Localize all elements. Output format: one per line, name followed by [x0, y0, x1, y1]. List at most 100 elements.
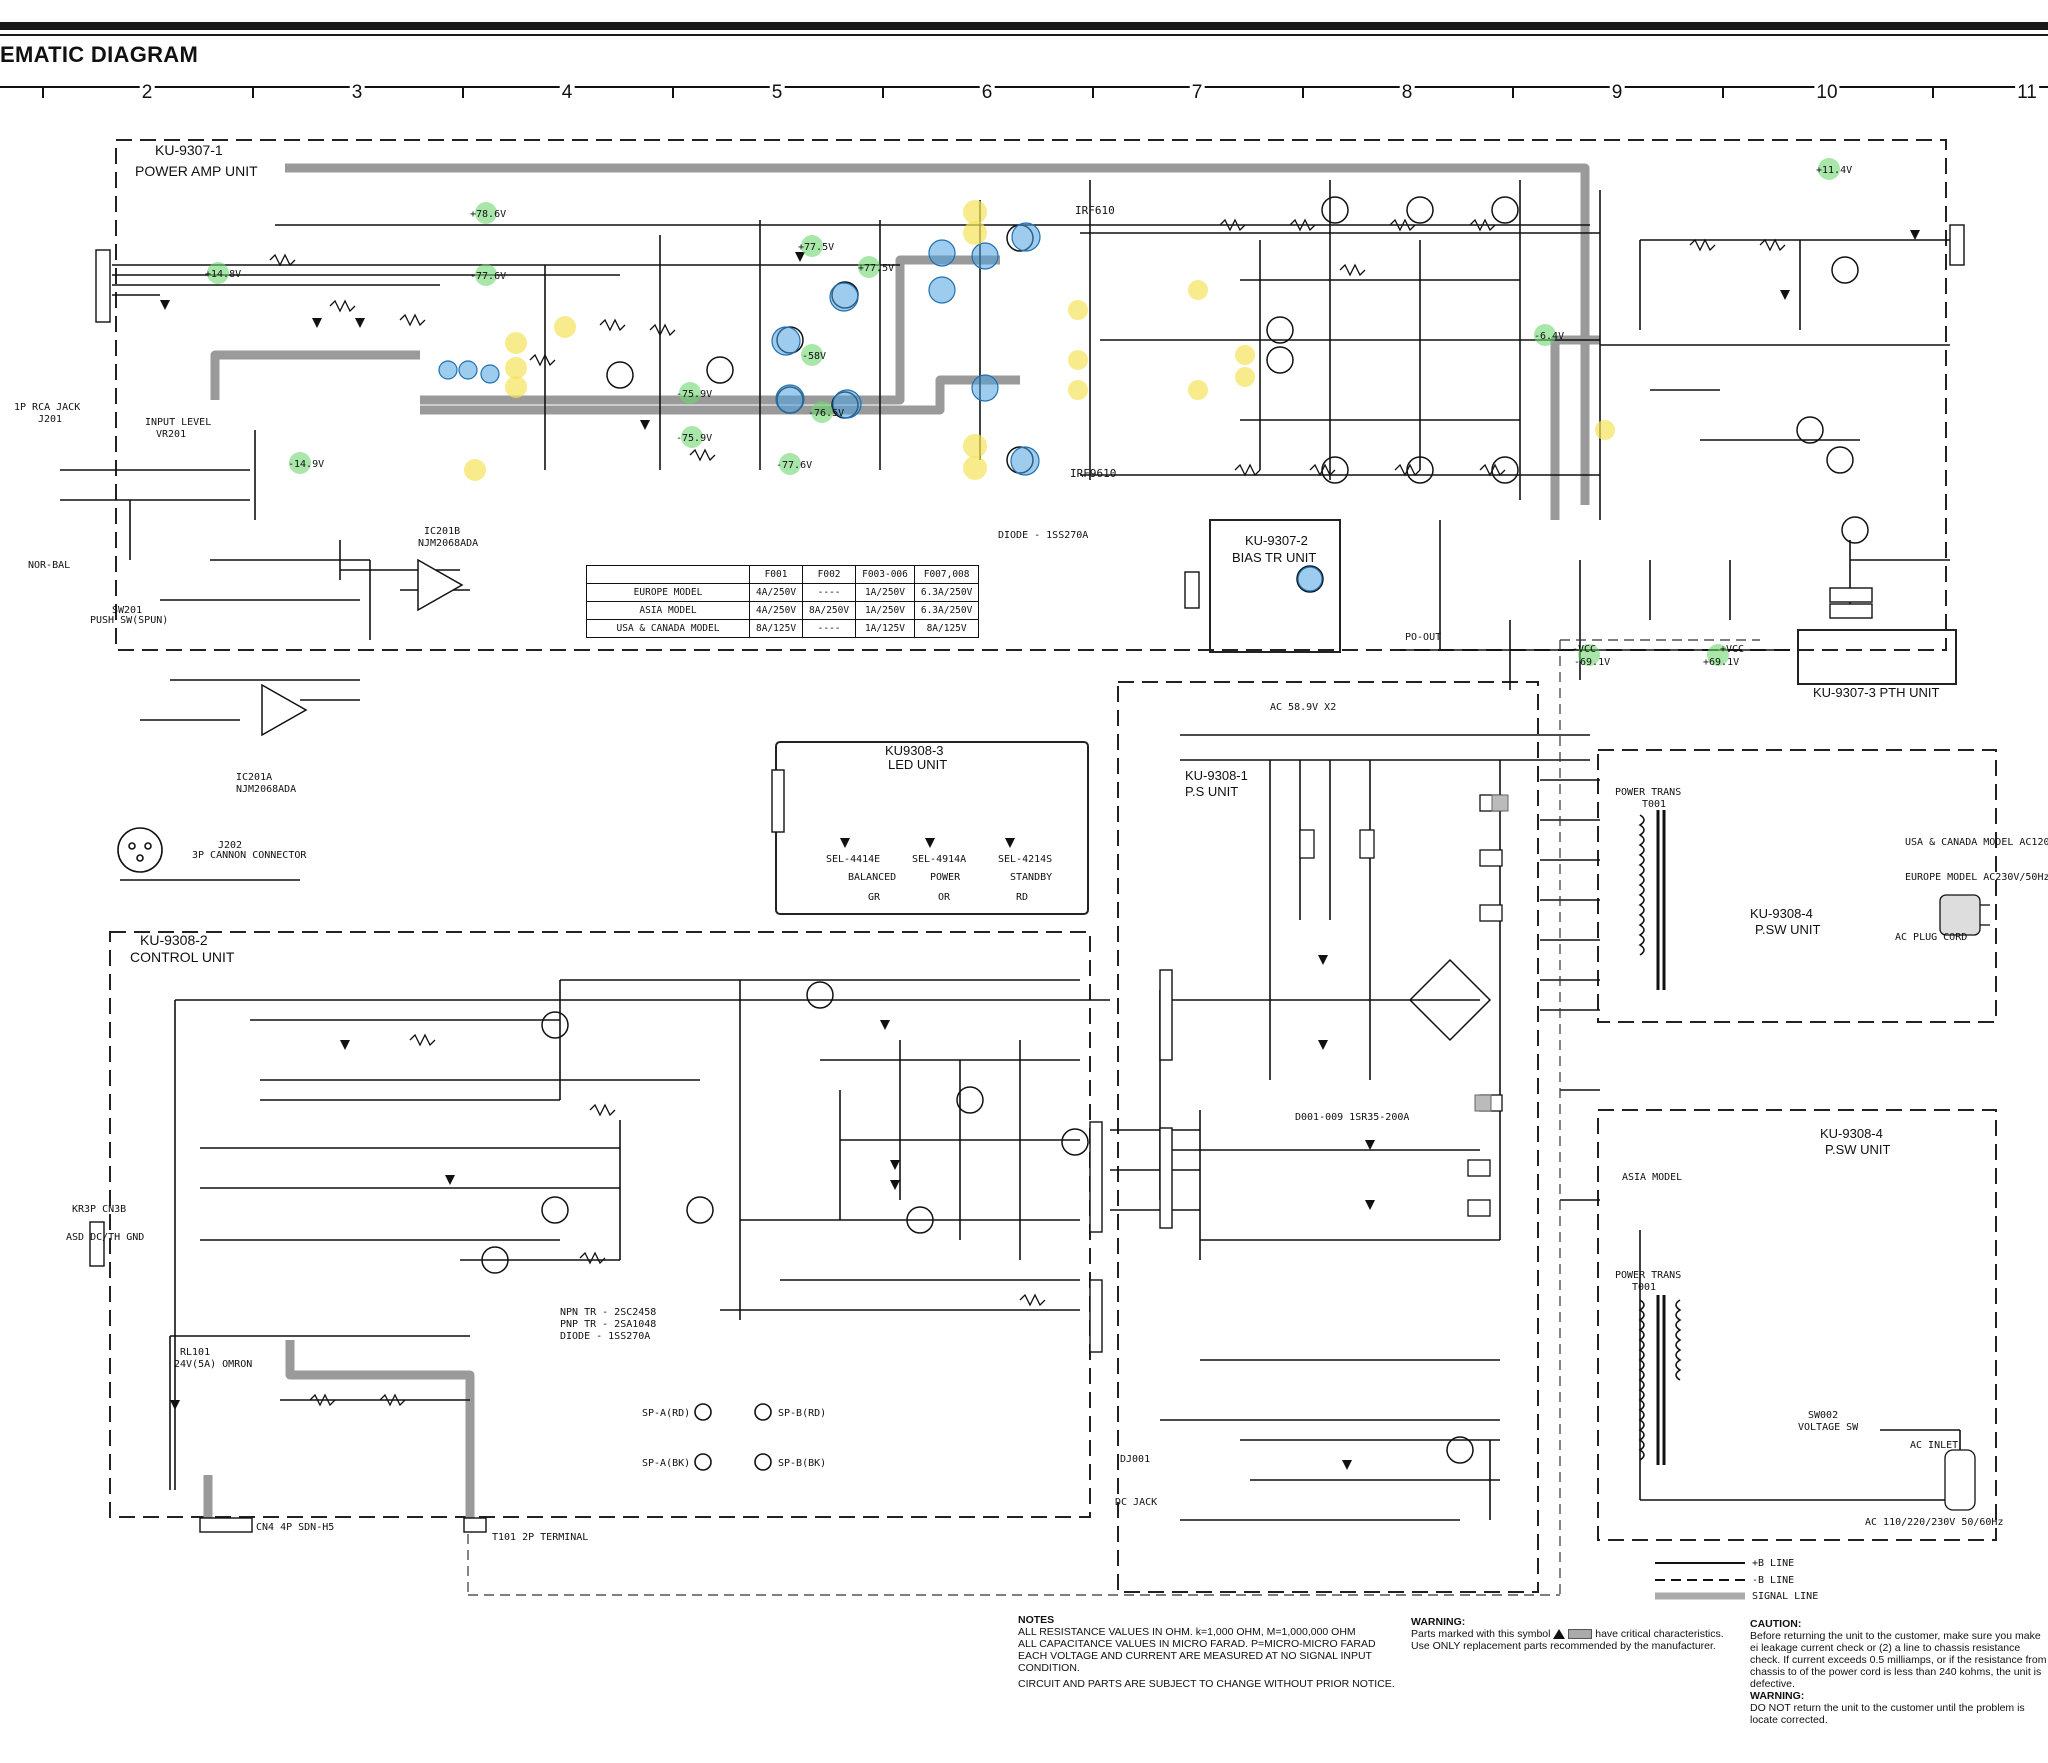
highlighted-resistors — [464, 200, 1615, 481]
psw-unit-outline-2 — [1597, 1109, 1997, 1541]
schematic-label: +14.8V — [205, 269, 241, 280]
ruler-number: 5 — [769, 82, 785, 104]
xlr-connector-icon — [117, 827, 163, 873]
cn4-label: CN4 4P SDN-H5 — [256, 1522, 334, 1533]
schematic-label: -14.9V — [288, 459, 324, 470]
power-amp-wiring — [60, 180, 1960, 881]
usa-model-label: USA & CANADA MODEL AC120V/60Hz — [1905, 837, 2048, 848]
control-code: KU-9308-2 — [140, 932, 208, 948]
notes-line: EACH VOLTAGE AND CURRENT ARE MEASURED AT… — [1018, 1650, 1372, 1674]
dj001-label: DJ001 — [1120, 1454, 1150, 1465]
header-rule-thin — [0, 34, 2048, 36]
green-voltage-marks — [207, 158, 1840, 666]
led2-part: SEL-4914A — [912, 854, 966, 865]
schematic-label: -6.4V — [1534, 331, 1564, 342]
ic201a-part: NJM2068ADA — [236, 784, 296, 795]
tr-legend-3: DIODE - 1SS270A — [560, 1331, 650, 1342]
caution-text-2: DO NOT return the unit to the customer u… — [1750, 1702, 2025, 1726]
sp-a-bk-label: SP-A(BK) — [642, 1458, 690, 1469]
schematic-label: IRF9610 — [1070, 467, 1116, 480]
t001-label-1: T001 — [1642, 799, 1666, 810]
schematic-label: +77.5V — [858, 263, 894, 274]
schematic-label: -77.6V — [776, 460, 812, 471]
psw-code-1: KU-9308-4 — [1750, 906, 1813, 921]
pth-name: KU-9307-3 PTH UNIT — [1813, 685, 1939, 700]
caution-heading-2: WARNING: — [1750, 1690, 1805, 1702]
schematic-label: -69.1V — [1574, 657, 1610, 668]
notes-line: ALL RESISTANCE VALUES IN OHM. k=1,000 OH… — [1018, 1626, 1356, 1638]
europe-model-label: EUROPE MODEL AC230V/50Hz — [1905, 872, 2048, 883]
ruler-number: 8 — [1399, 82, 1415, 104]
cannon-label: 3P CANNON CONNECTOR — [192, 850, 307, 861]
notes-block: NOTES ALL RESISTANCE VALUES IN OHM. k=1,… — [1018, 1614, 1398, 1690]
tr-legend-1: NPN TR - 2SC2458 — [560, 1307, 656, 1318]
ruler-number: 3 — [349, 82, 365, 104]
warning-text: Use ONLY replacement parts recommended b… — [1411, 1640, 1716, 1652]
bridge-rectifier — [1408, 958, 1492, 1042]
led-code: KU9308-3 — [885, 743, 944, 758]
schematic-label: -58V — [802, 351, 826, 362]
sw002-label: SW002 — [1808, 1410, 1838, 1421]
j202-label: J202 — [218, 840, 242, 851]
ps-code: KU-9308-1 — [1185, 768, 1248, 783]
control-name: CONTROL UNIT — [130, 949, 235, 965]
rd-label: RD — [1016, 892, 1028, 903]
ruler-number: 6 — [979, 82, 995, 104]
ps-diode-note: D001-009 1SR35-200A — [1295, 1112, 1409, 1123]
component-labels: KU-9307-1 POWER AMP UNIT KU-9307-2 BIAS … — [14, 142, 2048, 1543]
bias-code: KU-9307-2 — [1245, 533, 1308, 548]
led1-part: SEL-4414E — [826, 854, 880, 865]
bias-name: BIAS TR UNIT — [1232, 550, 1316, 565]
warning-block: WARNING: Parts marked with this symbol h… — [1411, 1616, 1751, 1652]
balanced-label: BALANCED — [848, 872, 896, 883]
header-rule-thick — [0, 22, 2048, 30]
rl101-label: RL101 — [180, 1347, 210, 1358]
ruler-number: 2 — [139, 82, 155, 104]
diode-note: DIODE - 1SS270A — [998, 530, 1088, 541]
ic201b-label: IC201B — [424, 526, 460, 537]
page-title: EMATIC DIAGRAM — [0, 42, 199, 67]
ac-inlet-icon — [1944, 1449, 1976, 1511]
caution-block: CAUTION: Before returning the unit to th… — [1750, 1618, 2048, 1726]
kr3p-label: KR3P CN3B — [72, 1204, 126, 1215]
dc-jack-label: DC JACK — [1115, 1497, 1157, 1508]
schematic-label: +11.4V — [1816, 165, 1852, 176]
fuse-table: F001 F002 F003-006 F007,008 EUROPE MODEL… — [586, 565, 980, 638]
ic201a-label: IC201A — [236, 772, 272, 783]
power-label: POWER — [930, 872, 961, 883]
green-voltage-labels: +78.6V -77.6V +14.8V -14.9V +77.5V +77.5… — [205, 165, 1852, 668]
line-legend — [1655, 1562, 1745, 1600]
schematic-label: +78.6V — [470, 209, 506, 220]
highlighted-transistors — [438, 222, 1323, 592]
led-name: LED UNIT — [888, 757, 947, 772]
vcc-plus-label: +VCC — [1720, 644, 1744, 655]
asia-model-label: ASIA MODEL — [1622, 1172, 1682, 1183]
bias-unit-outline — [1209, 519, 1341, 653]
power-amp-unit-outline — [115, 139, 1947, 651]
grid-ruler: 2 3 4 5 6 7 8 9 10 11 — [0, 82, 2048, 108]
push-sw-label: PUSH SW(SPUN) — [90, 615, 168, 626]
ac-inlet-label: AC INLET — [1910, 1440, 1958, 1451]
warning-triangle-icon — [1553, 1629, 1566, 1640]
warning-text: Parts marked with this symbol — [1411, 1628, 1551, 1640]
ac-volts-label: AC 110/220/230V 50/60Hz — [1865, 1517, 2003, 1528]
power-trans-label-1: POWER TRANS — [1615, 787, 1681, 798]
transformers — [1638, 810, 1682, 1465]
ic201b-part: NJM2068ADA — [418, 538, 478, 549]
ps-unit-outline — [1117, 681, 1539, 1593]
psw-name-2: P.SW UNIT — [1825, 1142, 1891, 1157]
ac-58-label: AC 58.9V X2 — [1270, 702, 1336, 713]
po-out-label: PO-OUT — [1405, 632, 1441, 643]
schematic-label: -76.5V — [808, 408, 844, 419]
vcc-minus-label: -VCC — [1572, 644, 1596, 655]
t001-label-2: T001 — [1632, 1282, 1656, 1293]
critical-parts — [1474, 794, 1509, 1112]
ruler-number: 10 — [1814, 82, 1840, 104]
nor-bal-label: NOR-BAL — [28, 560, 70, 571]
diodes — [160, 230, 1920, 1470]
vr201-label: VR201 — [156, 429, 186, 440]
psw-code-2: KU-9308-4 — [1820, 1126, 1883, 1141]
fuse-table-header-row: F001 F002 F003-006 F007,008 — [586, 565, 980, 584]
